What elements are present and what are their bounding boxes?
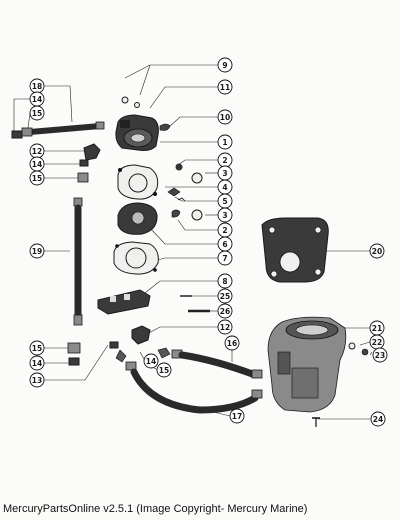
callout-15b: 15 xyxy=(29,170,45,186)
callout-7-label: 7 xyxy=(222,254,227,263)
callout-15d-label: 15 xyxy=(159,366,169,375)
callout-13-label: 13 xyxy=(32,376,42,385)
callout-2b-label: 2 xyxy=(222,226,227,235)
callout-12a-label: 12 xyxy=(32,147,42,156)
callout-15c: 15 xyxy=(29,340,45,356)
lower-left-fittings xyxy=(67,342,81,366)
callout-14a-label: 14 xyxy=(32,95,42,104)
callout-17-label: 17 xyxy=(232,412,242,421)
callout-16-label: 16 xyxy=(227,339,237,348)
callout-7: 7 xyxy=(217,250,233,266)
callout-19-label: 19 xyxy=(32,247,42,256)
callout-12b-label: 12 xyxy=(220,323,230,332)
callout-20: 20 xyxy=(369,243,385,259)
image-copyright-caption: MercuryPartsOnline v2.5.1 (Image Copyrig… xyxy=(3,503,308,515)
fuel-line-17 xyxy=(125,361,263,414)
lever-bracket-parts xyxy=(97,289,210,315)
callout-4: 4 xyxy=(217,179,233,195)
callout-12a: 12 xyxy=(29,143,45,159)
callout-12b: 12 xyxy=(217,319,233,335)
callout-20-label: 20 xyxy=(372,247,382,256)
fuel-line-16 xyxy=(171,349,263,379)
callout-6-label: 6 xyxy=(222,240,227,249)
callout-8: 8 xyxy=(217,273,233,289)
mounting-gasket-plate xyxy=(261,217,329,283)
callout-14c-label: 14 xyxy=(32,359,42,368)
callout-14c: 14 xyxy=(29,355,45,371)
callout-25: 25 xyxy=(217,288,233,304)
carburetor-cover-assembly xyxy=(115,96,171,151)
callout-14b-label: 14 xyxy=(32,160,42,169)
callout-25-label: 25 xyxy=(220,292,230,301)
center-connector xyxy=(109,325,171,363)
callout-15c-label: 15 xyxy=(32,344,42,353)
callout-19: 19 xyxy=(29,243,45,259)
callout-8-label: 8 xyxy=(222,277,227,286)
callout-3a: 3 xyxy=(217,165,233,181)
callout-3b: 3 xyxy=(217,207,233,223)
left-fitting-group xyxy=(77,143,101,183)
diaphragm-gasket-stack xyxy=(113,163,203,275)
callout-4-label: 4 xyxy=(222,183,227,192)
fuel-line-vertical xyxy=(73,197,83,326)
pump-housing xyxy=(267,316,369,427)
callout-3a-label: 3 xyxy=(222,169,227,178)
callout-16: 16 xyxy=(224,335,240,351)
callout-17: 17 xyxy=(229,408,245,424)
callout-22: 22 xyxy=(369,334,385,350)
callout-21-label: 21 xyxy=(372,324,382,333)
callout-2a-label: 2 xyxy=(222,156,227,165)
callout-circles: 9 11 10 1 2 3 4 5 3 2 6 7 8 25 26 12 18 … xyxy=(29,57,388,427)
fuel-line-upper xyxy=(11,121,105,139)
callout-11: 11 xyxy=(217,79,233,95)
callout-15d: 15 xyxy=(156,362,172,378)
callout-22-label: 22 xyxy=(372,338,382,347)
callout-9: 9 xyxy=(217,57,233,73)
callout-10-label: 10 xyxy=(220,113,230,122)
callout-5-label: 5 xyxy=(222,197,227,206)
callout-21: 21 xyxy=(369,320,385,336)
callout-10: 10 xyxy=(217,109,233,125)
callout-24-label: 24 xyxy=(373,415,383,424)
callout-23: 23 xyxy=(372,347,388,363)
callout-24: 24 xyxy=(370,411,386,427)
leader-lines xyxy=(13,64,373,420)
callout-15a-label: 15 xyxy=(32,109,42,118)
callout-15b-label: 15 xyxy=(32,174,42,183)
callout-18-label: 18 xyxy=(32,82,42,91)
callout-26-label: 26 xyxy=(220,307,230,316)
callout-15a: 15 xyxy=(29,105,45,121)
callout-14d-label: 14 xyxy=(146,357,156,366)
exploded-parts-diagram: 9 11 10 1 2 3 4 5 3 2 6 7 8 25 26 12 18 … xyxy=(11,57,388,427)
callout-13: 13 xyxy=(29,372,45,388)
callout-5: 5 xyxy=(217,193,233,209)
callout-2b: 2 xyxy=(217,222,233,238)
callout-9-label: 9 xyxy=(222,61,227,70)
callout-18: 18 xyxy=(29,78,45,94)
callout-6: 6 xyxy=(217,236,233,252)
callout-11-label: 11 xyxy=(220,83,230,92)
callout-1-label: 1 xyxy=(222,138,227,147)
callout-14a: 14 xyxy=(29,91,45,107)
callout-3b-label: 3 xyxy=(222,211,227,220)
callout-14b: 14 xyxy=(29,156,45,172)
callout-2a: 2 xyxy=(217,152,233,168)
callout-1: 1 xyxy=(217,134,233,150)
callout-23-label: 23 xyxy=(375,351,385,360)
callout-26: 26 xyxy=(217,303,233,319)
callout-14d: 14 xyxy=(143,353,159,369)
